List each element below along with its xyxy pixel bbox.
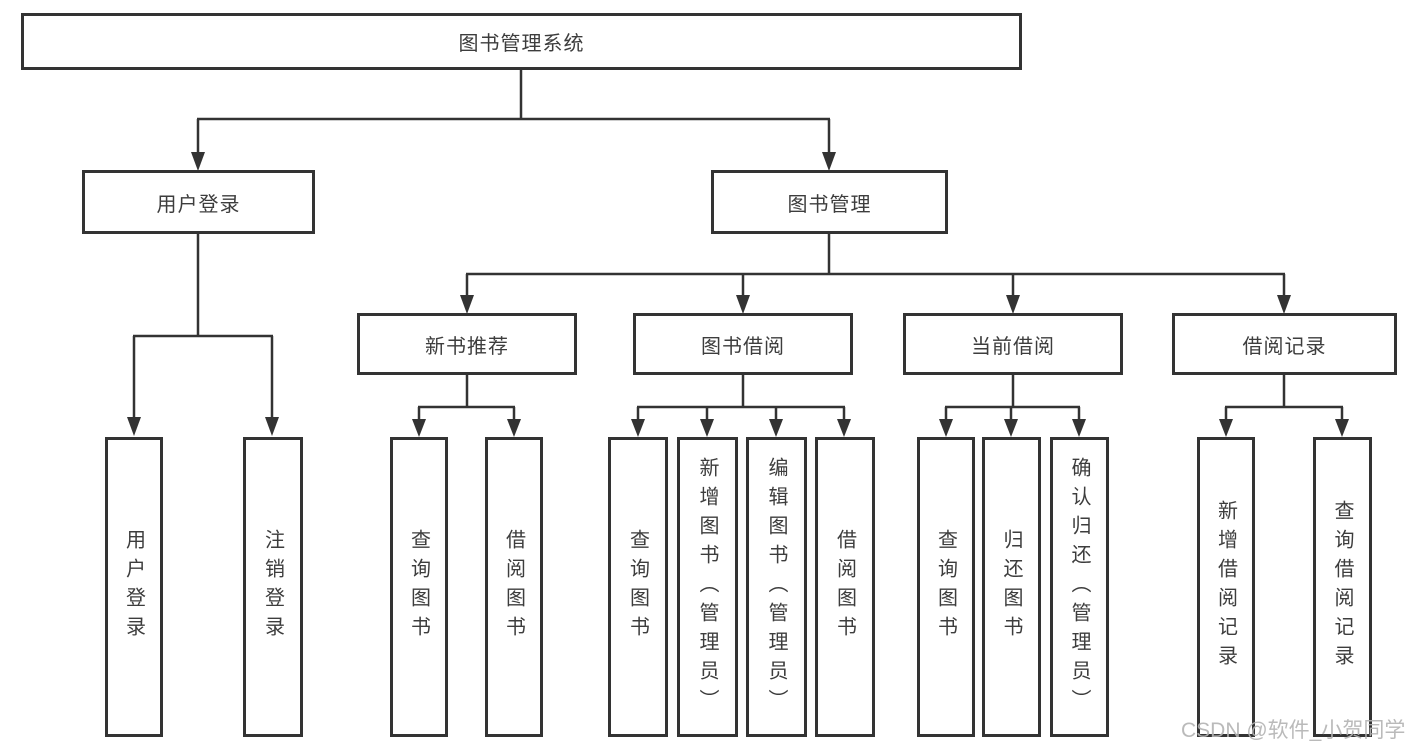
leaf-query-books-2-label: 查询图书 (626, 529, 649, 645)
node-new-book-recommend-label: 新书推荐 (425, 335, 509, 358)
leaf-query-books-3: 查询图书 (917, 437, 975, 737)
leaf-edit-books-admin-label: 编辑图书（管理员） (765, 456, 787, 718)
leaf-logout-label: 注销登录 (261, 529, 284, 645)
leaf-add-borrow-record: 新增借阅记录 (1197, 437, 1255, 737)
leaf-borrow-books-2: 借阅图书 (815, 437, 875, 737)
node-borrowing-records-label: 借阅记录 (1242, 335, 1327, 358)
leaf-query-books-3-label: 查询图书 (934, 529, 957, 645)
connector-records-to-leaves (1219, 375, 1349, 437)
leaf-return-books: 归还图书 (982, 437, 1041, 737)
leaf-borrow-books-1-label: 借阅图书 (502, 529, 525, 645)
leaf-query-borrow-record: 查询借阅记录 (1313, 437, 1372, 737)
leaf-user-login: 用户登录 (105, 437, 163, 737)
leaf-add-borrow-record-label: 新增借阅记录 (1214, 500, 1237, 674)
node-user-login-branch: 用户登录 (82, 170, 315, 234)
connector-current-to-leaves (939, 375, 1086, 437)
leaf-confirm-return-admin-label: 确认归还（管理员） (1068, 456, 1090, 718)
node-library-system: 图书管理系统 (21, 13, 1022, 70)
leaf-edit-books-admin: 编辑图书（管理员） (746, 437, 807, 737)
connector-book-to-level3 (460, 233, 1291, 314)
node-book-management-label: 图书管理 (787, 193, 872, 216)
connector-root-to-level2 (191, 69, 836, 171)
leaf-borrow-books-1: 借阅图书 (485, 437, 543, 737)
leaf-query-books-1: 查询图书 (390, 437, 448, 737)
leaf-borrow-books-2-label: 借阅图书 (833, 529, 856, 645)
leaf-add-books-admin: 新增图书（管理员） (677, 437, 738, 737)
leaf-query-borrow-record-label: 查询借阅记录 (1331, 500, 1353, 674)
connector-borrow-to-leaves (631, 375, 851, 437)
node-library-system-label: 图书管理系统 (458, 33, 585, 55)
leaf-query-books-1-label: 查询图书 (407, 529, 430, 645)
node-book-borrowing: 图书借阅 (633, 313, 853, 375)
node-current-borrowing: 当前借阅 (903, 313, 1123, 375)
node-book-management: 图书管理 (711, 170, 948, 234)
leaf-query-books-2: 查询图书 (608, 437, 668, 737)
connector-user-to-leaves (127, 233, 279, 436)
node-new-book-recommend: 新书推荐 (357, 313, 577, 375)
leaf-return-books-label: 归还图书 (1000, 529, 1022, 645)
node-borrowing-records: 借阅记录 (1172, 313, 1397, 375)
connector-newbooks-to-leaves (412, 375, 521, 437)
node-user-login-branch-label: 用户登录 (156, 193, 241, 216)
leaf-user-login-label: 用户登录 (122, 529, 145, 645)
csdn-watermark: CSDN @软件_小贺同学 (1181, 719, 1405, 742)
node-current-borrowing-label: 当前借阅 (971, 335, 1055, 358)
node-book-borrowing-label: 图书借阅 (701, 335, 785, 358)
leaf-add-books-admin-label: 新增图书（管理员） (696, 456, 718, 718)
leaf-confirm-return-admin: 确认归还（管理员） (1050, 437, 1109, 737)
leaf-logout: 注销登录 (243, 437, 303, 737)
